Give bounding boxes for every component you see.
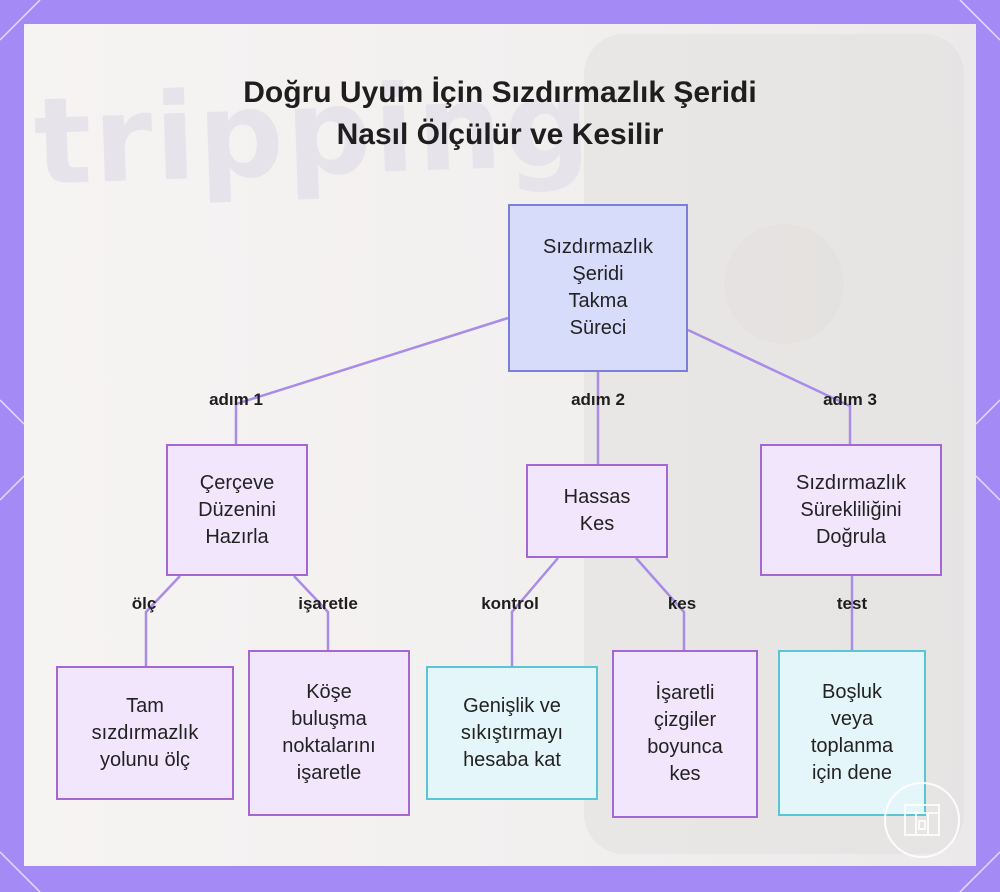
edge-label-check: kontrol [481, 594, 539, 613]
edge-step2-cut [635, 557, 686, 650]
building-logo-icon [884, 782, 960, 858]
node-allow: Genişlik ve sıkıştırmayı hesaba kat [426, 666, 598, 800]
node-cut: İşaretli çizgiler boyunca kes [612, 650, 758, 818]
title-line-2: Nasıl Ölçülür ve Kesilir [336, 118, 664, 151]
background-blob [724, 224, 844, 344]
node-root: Sızdırmazlık Şeridi Takma Süreci [508, 204, 688, 372]
edge-label-step1: adım 1 [209, 390, 263, 409]
edge-label-step2: adım 2 [571, 390, 625, 409]
diagram-edges [144, 316, 854, 666]
edge-root-step1 [234, 316, 509, 444]
node-mark: Köşe buluşma noktalarını işaretle [248, 650, 410, 816]
edge-label-cut: kes [667, 594, 697, 613]
edge-label-mark: işaretle [298, 594, 358, 613]
edge-step2-allow [510, 557, 559, 666]
edge-root-step3 [687, 328, 852, 446]
edge-label-step3: adım 3 [823, 390, 877, 409]
node-measure: Tam sızdırmazlık yolunu ölç [56, 666, 234, 800]
node-step1: Çerçeve Düzenini Hazırla [166, 444, 308, 576]
node-step2: Hassas Kes [526, 464, 668, 558]
title-line-1: Doğru Uyum İçin Sızdırmazlık Şeridi [243, 76, 757, 109]
node-step3: Sızdırmazlık Sürekliliğini Doğrula [760, 444, 942, 576]
edge-label-test: test [836, 594, 868, 613]
diagram-panel: tripping Doğru Uyum İçin Sızdırmazlık Şe… [24, 24, 976, 866]
edge-step1-measure [144, 575, 181, 666]
diagram-title: Doğru Uyum İçin Sızdırmazlık Şeridi Nası… [24, 72, 976, 156]
edge-step1-mark [293, 575, 330, 650]
edge-label-measure: ölç [131, 594, 157, 613]
